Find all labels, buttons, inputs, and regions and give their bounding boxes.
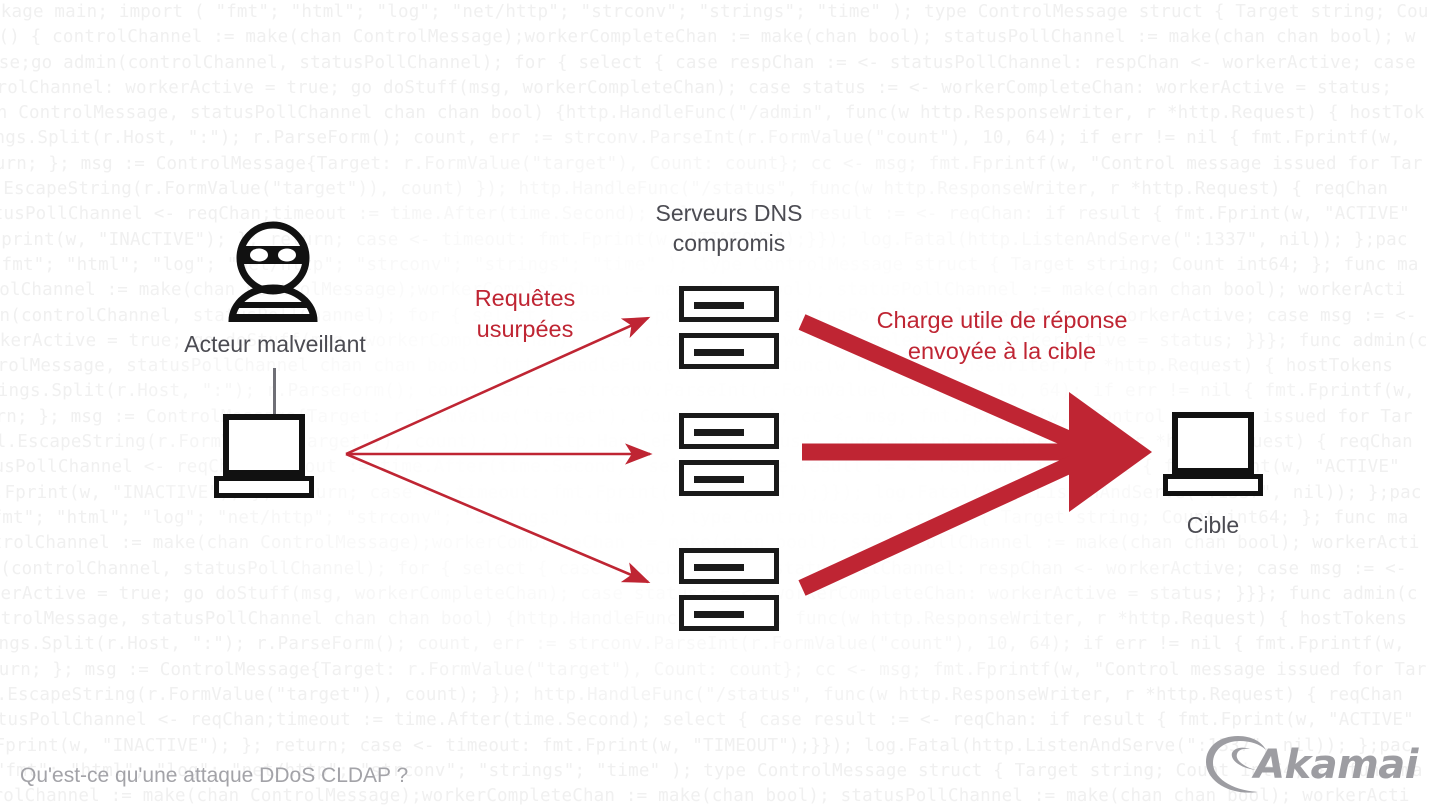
server-led (694, 611, 744, 618)
akamai-logo: Akamai (1200, 734, 1418, 796)
laptop-screen (223, 414, 305, 476)
laptop-base (214, 476, 314, 498)
dns-servers-label: Serveurs DNS compromis (655, 200, 803, 256)
server-icon-1 (679, 286, 779, 322)
server-icon-3 (679, 413, 779, 449)
server-icon-4 (679, 460, 779, 496)
response-payload-arrow-bottom (798, 444, 1102, 596)
server-icon-5 (679, 548, 779, 584)
page-caption: Qu'est-ce qu'une attaque DDoS CLDAP ? (20, 764, 409, 787)
target-laptop-icon (1163, 412, 1263, 496)
attacker-stem (273, 368, 276, 414)
laptop-screen (1172, 412, 1254, 474)
server-led (694, 302, 744, 309)
server-icon-2 (679, 333, 779, 369)
akamai-wordmark: Akamai (1254, 742, 1418, 788)
hacker-icon (228, 221, 318, 322)
laptop-base (1163, 474, 1263, 496)
server-icon-6 (679, 595, 779, 631)
attacker-laptop-icon (214, 414, 314, 498)
server-led (694, 429, 744, 436)
response-payload-arrowhead (1069, 392, 1152, 512)
server-led (694, 564, 744, 571)
target-label: Cible (1186, 512, 1240, 538)
spoofed-request-arrow-bottom (345, 452, 651, 584)
server-led (694, 349, 744, 356)
server-led (694, 476, 744, 483)
response-payload-label: Charge utile de réponse envoyée à la cib… (876, 307, 1128, 364)
attacker-label: Acteur malveillant (184, 331, 366, 357)
spoofed-requests-label: Requêtes usurpées (474, 285, 576, 342)
